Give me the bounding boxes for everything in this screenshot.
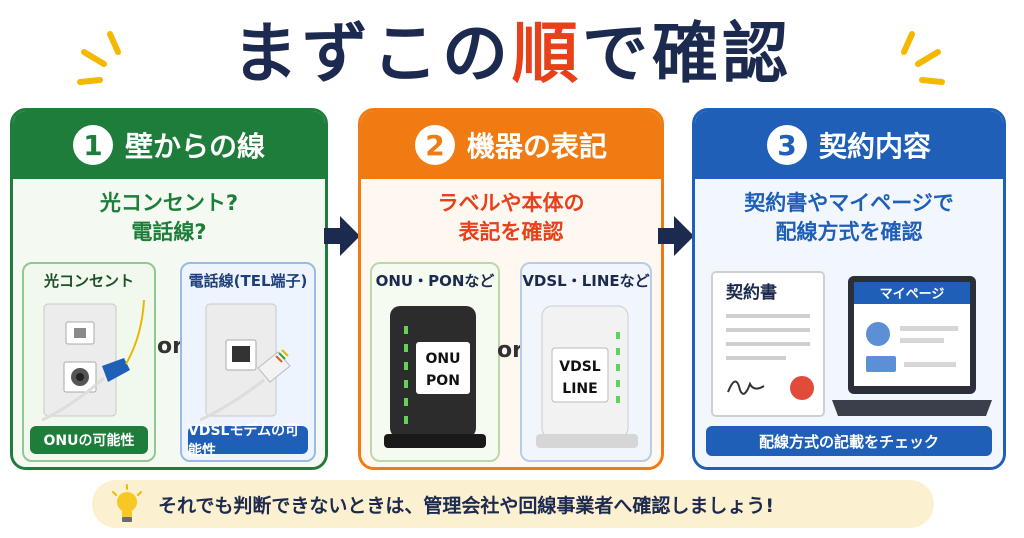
option-fiber-outlet: 光コンセント ONUの可能性 [22,262,156,462]
step-header: 2 機器の表記 [361,111,661,179]
contract-document-icon: 契約書 [711,271,825,417]
step-heading: 壁からの線 [124,130,265,163]
device-label-line1: ONU [426,351,461,367]
document-title: 契約書 [725,282,777,303]
question-line: 配線方式を確認 [775,220,923,244]
bottom-note-text: それでも判断できないときは、管理会社や回線事業者へ確認しましょう! [158,494,775,517]
question-line: 電話線? [131,220,207,244]
device-label-line2: LINE [562,381,597,397]
question-line: 光コンセント? [99,191,239,215]
title-accent: 順 [512,15,582,92]
step-question: 光コンセント? 電話線? [13,189,325,247]
title-area: まずこの順で確認 [0,8,1024,104]
step-heading: 契約内容 [818,130,931,163]
arrow-right-icon [324,216,360,256]
question-line: ラベルや本体の [437,191,585,215]
option-label: 電話線(TEL端子) [188,272,308,290]
step-number: 2 [414,125,455,165]
option-label: VDSL・LINEなど [522,272,650,290]
screen-title: マイページ [880,287,945,302]
step-number: 3 [766,125,807,165]
option-result: ONUの可能性 [30,426,148,454]
laptop-icon: マイページ [832,276,992,416]
fiber-outlet-icon [41,299,145,422]
seal-stamp-icon [790,376,814,400]
bottom-note: それでも判断できないときは、管理会社や回線事業者へ確認しましょう! [92,480,934,528]
device-label-line2: PON [426,373,460,389]
option-label: 光コンセント [43,272,134,290]
question-line: 契約書やマイページで [744,191,954,215]
sparkle-icon [901,31,945,85]
step-question: ラベルや本体の 表記を確認 [361,189,661,247]
step-number: 1 [72,125,113,165]
or-label: or [157,334,183,359]
phone-jack-icon [199,303,291,422]
option-phone-line: 電話線(TEL端子) VDSLモデムの可能性 [180,262,316,462]
device-label-line1: VDSL [559,359,601,375]
option-result: VDSLモデムの可能性 [188,423,308,459]
sparkle-icon [77,31,121,85]
title-before: まずこの [232,15,512,92]
option-onu-device: ONU・PONなど ONU PON [370,262,500,462]
user-avatar-icon [866,322,890,346]
step-header: 3 契約内容 [695,111,1003,179]
step-heading: 機器の表記 [466,130,607,163]
step-question: 契約書やマイページで 配線方式を確認 [695,189,1003,247]
or-label: or [497,338,523,363]
option-label: ONU・PONなど [375,272,495,290]
arrow-right-icon [658,216,694,256]
title-after: で確認 [582,15,792,92]
question-line: 表記を確認 [458,220,564,244]
router-icon: ONU PON [384,306,486,448]
check-label: 配線方式の記載をチェック [706,426,992,456]
step-header: 1 壁からの線 [13,111,325,179]
page-title: まずこの順で確認 [232,8,792,100]
router-icon: VDSL LINE [536,305,638,448]
option-vdsl-device: VDSL・LINEなど VDSL LINE [520,262,652,462]
light-bulb-icon [112,484,142,522]
